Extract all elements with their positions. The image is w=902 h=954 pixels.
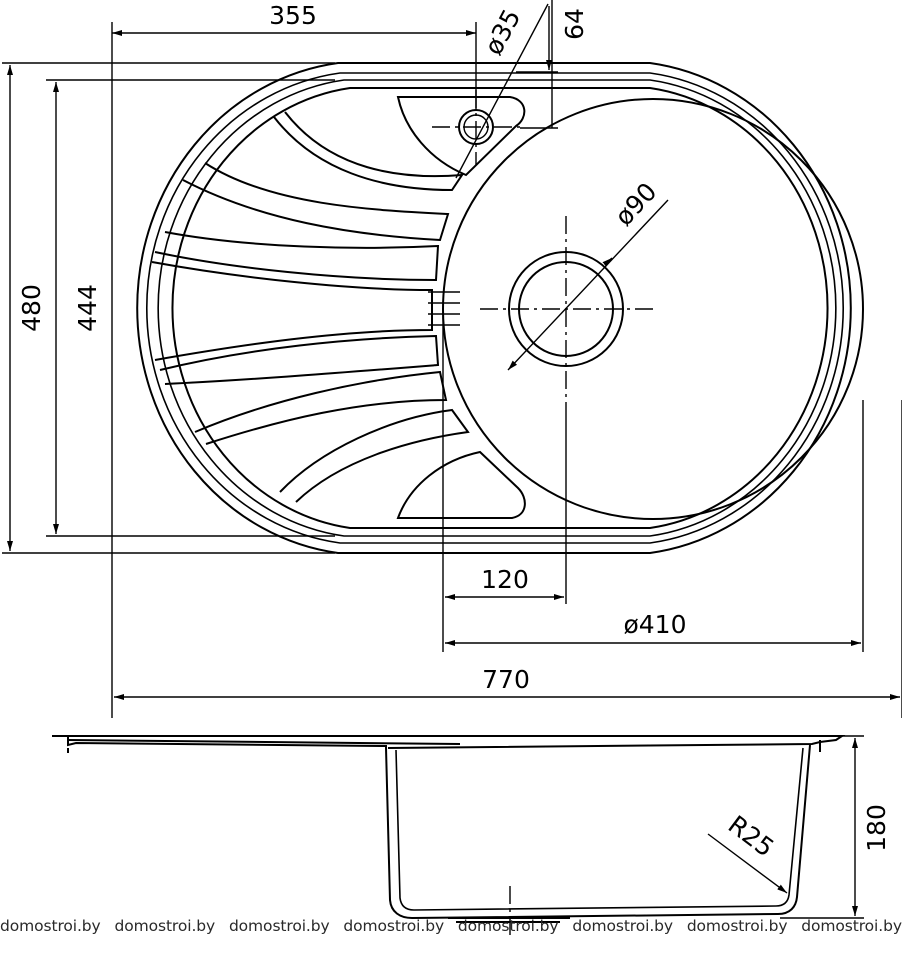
dim-faucet-edge: 64 (560, 8, 589, 40)
dim-drain-offset: 120 (481, 565, 529, 594)
watermark-text: domostroi.by (0, 917, 101, 935)
dim-corner-radius: R25 (723, 810, 780, 863)
side-bowl (385, 744, 811, 920)
sink-rim-line-3 (157, 79, 837, 537)
watermark-text: domostroi.by (572, 917, 673, 935)
watermark-strip: domostroi.by domostroi.by domostroi.by domo… (0, 917, 902, 947)
dimension-lines (2, 0, 902, 718)
watermark-text: domostroi.by (801, 917, 902, 935)
dim-bowl-depth: 180 (862, 804, 891, 852)
sink-inner-deck (171, 87, 829, 529)
watermark-text: domostroi.by (343, 917, 445, 935)
faucet-deck (396, 96, 526, 177)
sink-outer-rim (136, 62, 852, 554)
side-dimension-labels: 180 R25 (723, 804, 891, 862)
side-bowl-inner (395, 747, 804, 911)
side-dimension-lines (707, 735, 864, 919)
watermark-text: domostroi.by (114, 917, 216, 935)
dim-inner-width: 444 (73, 284, 102, 332)
dim-bowl: ø410 (623, 610, 686, 639)
bottom-pocket (396, 450, 526, 519)
dim-overall-width: 480 (17, 284, 46, 332)
sink-rim-line-2 (145, 72, 845, 544)
overflow-slots (428, 291, 460, 326)
dimension-labels: 355 ø35 64 480 444 ø90 120 ø410 770 (17, 1, 687, 694)
dim-faucet-hole: ø35 (479, 4, 527, 59)
center-lines (432, 90, 655, 402)
drainboard-ribs (151, 111, 470, 503)
watermark-text: domostroi.by (686, 917, 788, 935)
side-view (52, 735, 846, 923)
watermark-text: domostroi.by (457, 917, 559, 935)
dim-overall-length: 770 (482, 665, 530, 694)
dim-faucet-offset: 355 (269, 1, 317, 30)
watermark-text: domostroi.by (228, 917, 330, 935)
top-view (136, 62, 864, 554)
side-deck (52, 735, 846, 749)
dim-drain: ø90 (609, 177, 662, 231)
